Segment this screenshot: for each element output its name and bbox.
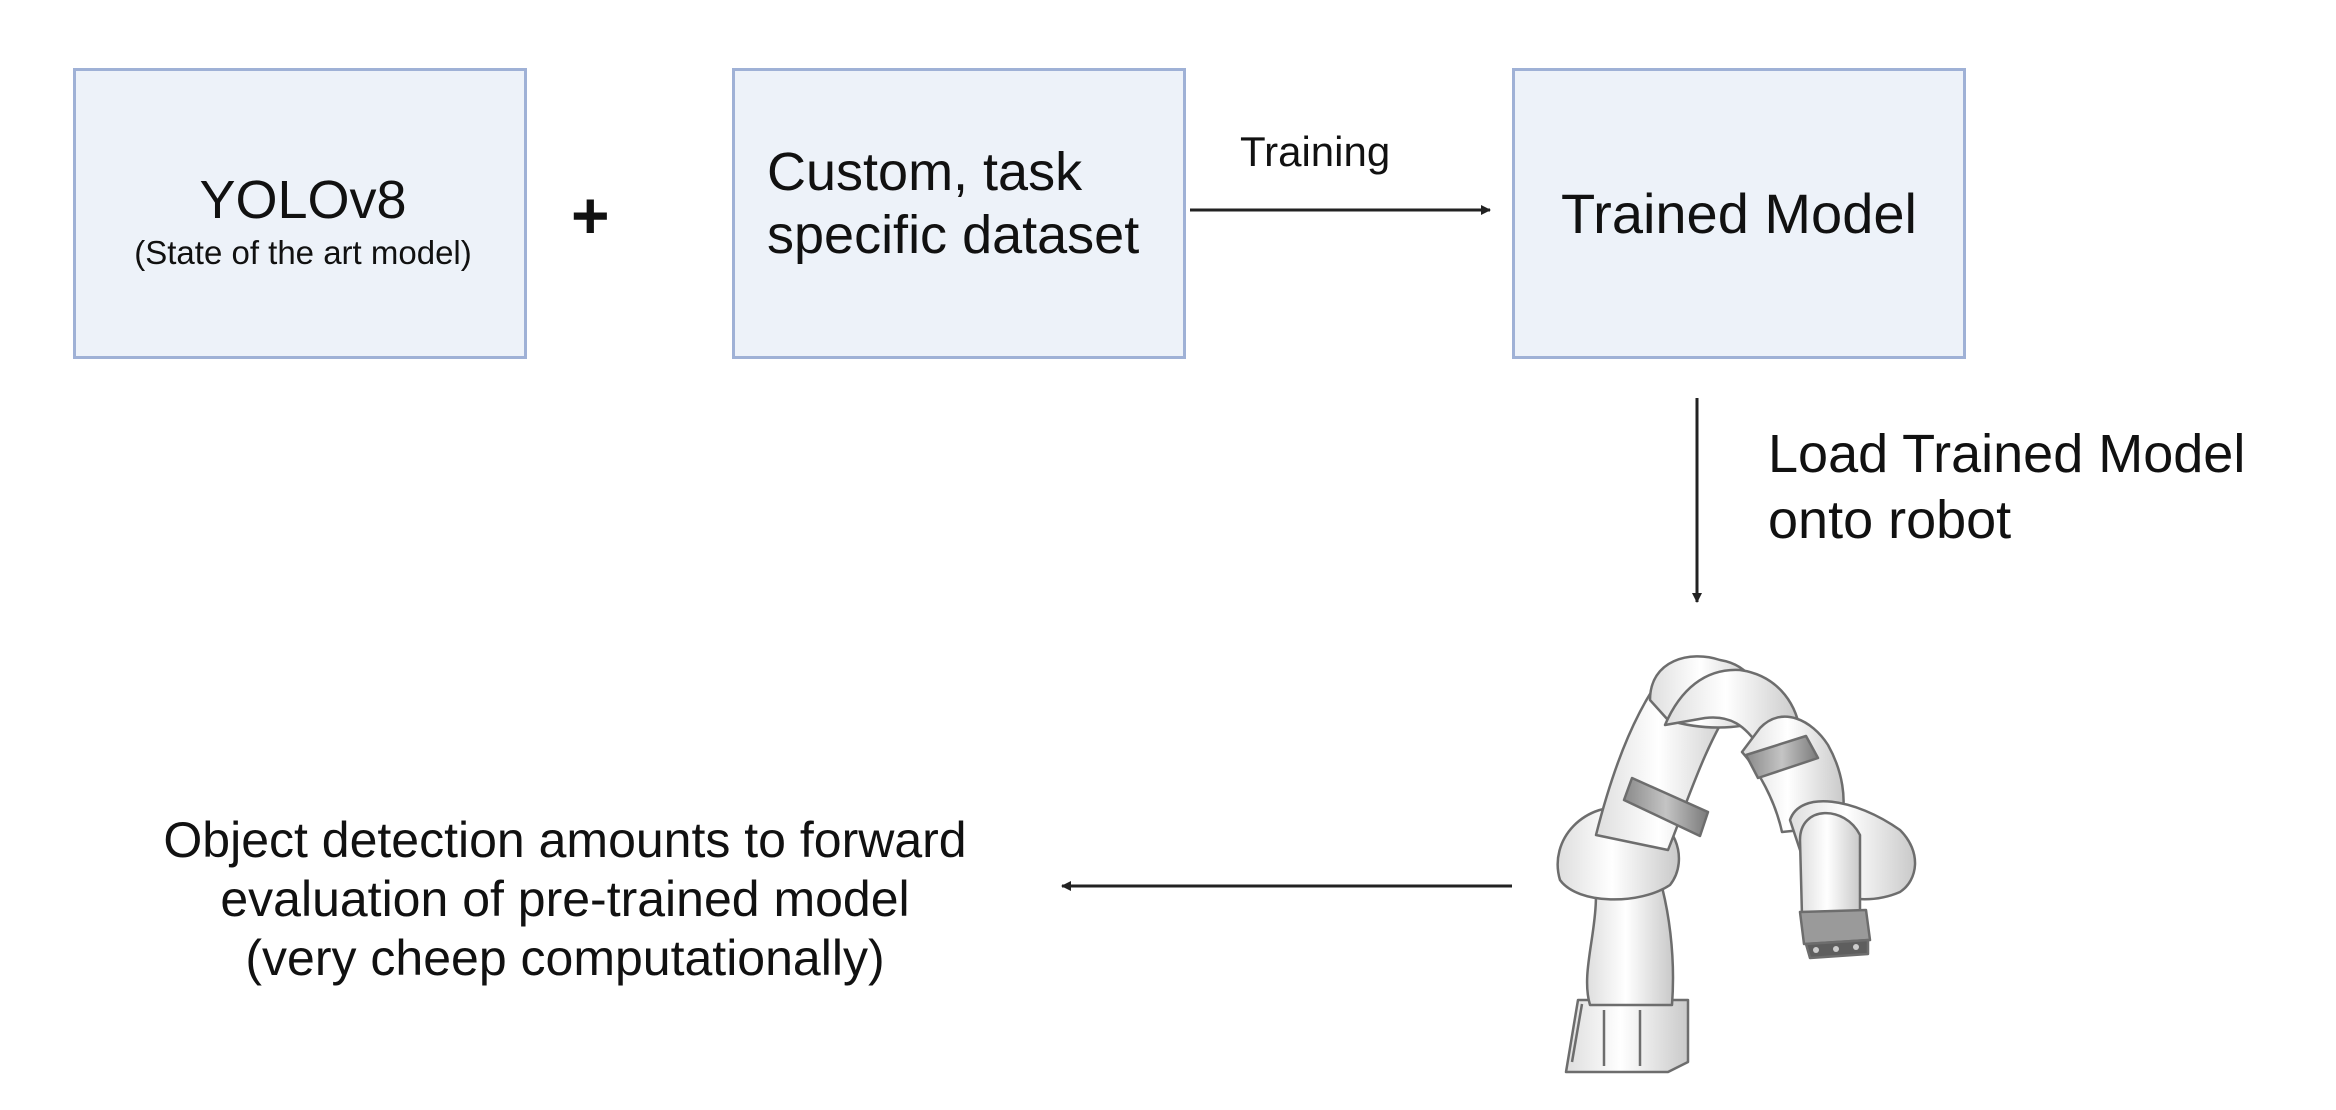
dataset-box: Custom, task specific dataset xyxy=(732,68,1186,359)
plus-operator: + xyxy=(571,178,610,252)
training-label: Training xyxy=(1240,128,1391,175)
yolo-subtitle: (State of the art model) xyxy=(134,234,472,271)
yolo-title: YOLOv8 xyxy=(199,170,407,230)
yolo-model-box: YOLOv8 (State of the art model) xyxy=(73,68,527,359)
dataset-label: Custom, task specific dataset xyxy=(767,142,1140,265)
trained-model-label: Trained Model xyxy=(1561,182,1917,245)
load-model-label: Load Trained Model onto robot xyxy=(1768,424,2246,550)
trained-model-box: Trained Model xyxy=(1512,68,1966,359)
object-detection-label: Object detection amounts to forward eval… xyxy=(163,812,967,986)
